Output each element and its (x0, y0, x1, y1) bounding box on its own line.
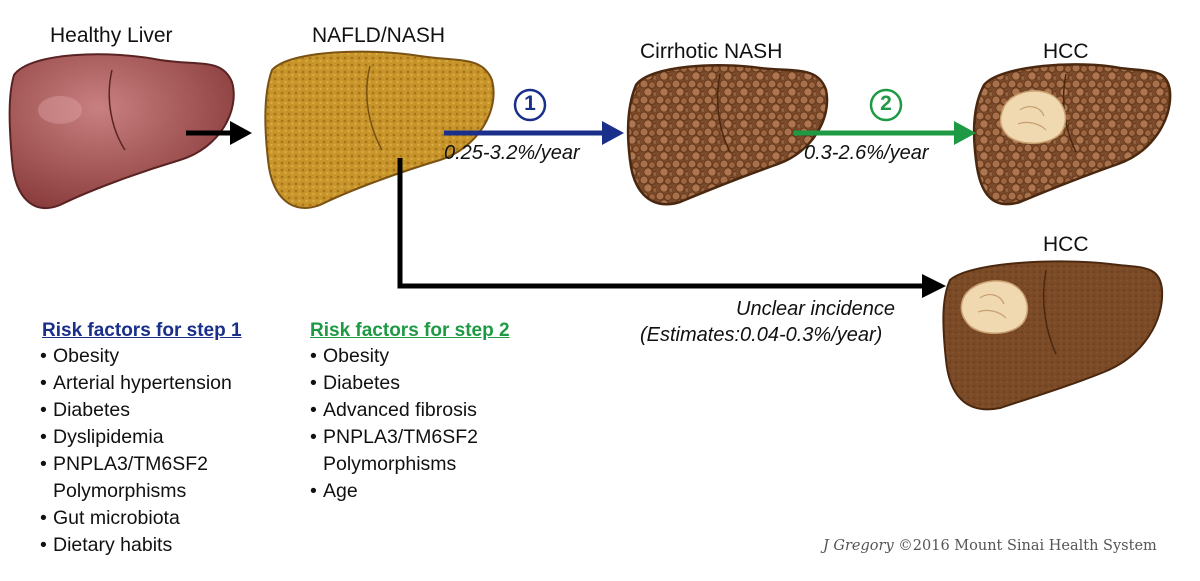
step2-rate: 0.3-2.6%/year (804, 142, 929, 164)
list-item: •PNPLA3/TM6SF2 (310, 426, 478, 448)
step1-arrow (444, 88, 624, 145)
list-item: •Diabetes (310, 372, 400, 394)
risk-step2-list: •Obesity •Diabetes •Advanced fibrosis •P… (310, 343, 478, 505)
step2-number: 2 (880, 92, 892, 115)
arrow-healthy-to-nafld (186, 121, 252, 145)
list-item-continuation: Polymorphisms (53, 480, 187, 502)
direct-incidence-line2: (Estimates:0.04-0.3%/year) (640, 324, 883, 346)
risk-step1-title: Risk factors for step 1 (42, 320, 242, 341)
list-item: •Obesity (40, 345, 120, 367)
step2-arrow (794, 88, 976, 145)
step2-number-circle (869, 88, 903, 122)
credit-text: ©2016 Mount Sinai Health System (898, 538, 1157, 554)
risk-step1-list: •Obesity •Arterial hypertension •Diabete… (40, 343, 232, 559)
list-item: •PNPLA3/TM6SF2 (40, 453, 208, 475)
list-item: •Advanced fibrosis (310, 399, 477, 421)
list-item: •Dyslipidemia (40, 426, 164, 448)
healthy-liver-icon (8, 53, 235, 209)
list-item-continuation: Polymorphisms (323, 453, 457, 475)
arrow-nafld-to-hcc (397, 158, 946, 298)
step1-number: 1 (524, 92, 536, 115)
hcc-liver-icon (942, 260, 1164, 411)
copyright-credit: J Gregory ©2016 Mount Sinai Health Syste… (823, 538, 1157, 554)
hcc-bottom-label: HCC (1043, 233, 1089, 256)
risk-step2-title: Risk factors for step 2 (310, 320, 510, 341)
hcc-top-label: HCC (1043, 40, 1089, 63)
list-item: •Arterial hypertension (40, 372, 232, 394)
list-item: •Obesity (310, 345, 390, 367)
list-item: •Diabetes (40, 399, 130, 421)
list-item: •Dietary habits (40, 534, 173, 556)
cirrhotic-nash-label: Cirrhotic NASH (640, 40, 783, 63)
nafld-nash-label: NAFLD/NASH (312, 24, 446, 47)
direct-incidence-line1: Unclear incidence (736, 298, 895, 320)
credit-author: J Gregory (823, 538, 894, 554)
list-item: •Gut microbiota (40, 507, 180, 529)
step1-number-circle (513, 88, 547, 122)
hcc-cirrhotic-liver-icon (972, 63, 1172, 206)
fatty-liver-icon (264, 50, 495, 209)
step1-rate: 0.25-3.2%/year (444, 142, 580, 164)
cirrhotic-liver-icon (626, 64, 829, 206)
list-item: •Age (310, 480, 358, 502)
healthy-liver-label: Healthy Liver (50, 24, 173, 47)
